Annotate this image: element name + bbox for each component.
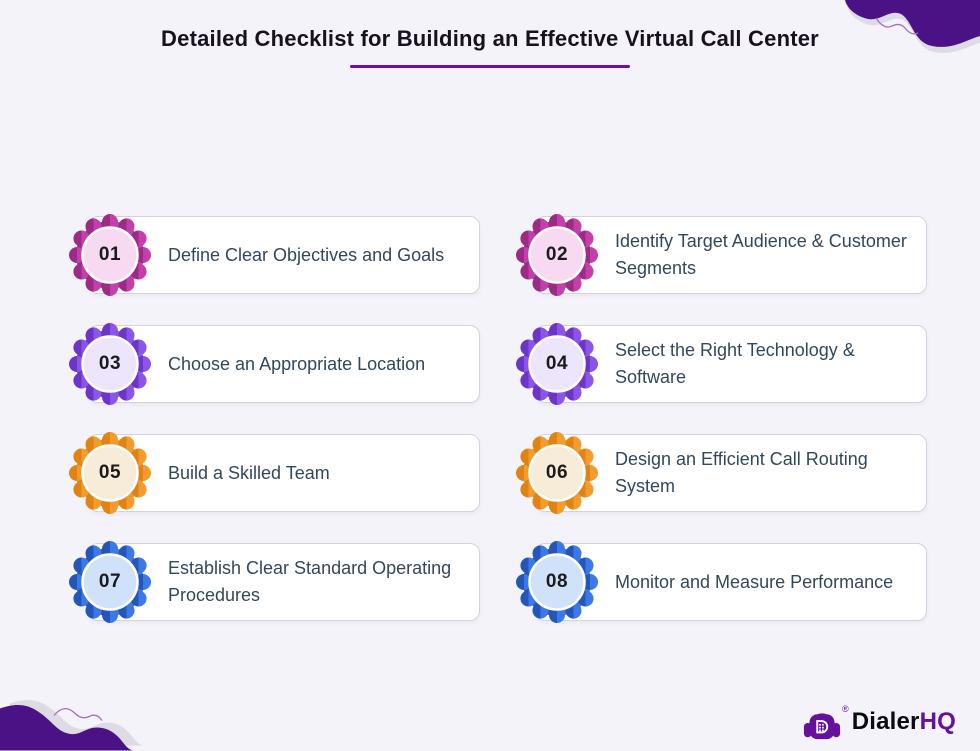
checklist-item-06: Design an Efficient Call Routing System … [515, 431, 927, 515]
item-card: Establish Clear Standard Operating Proce… [88, 543, 480, 621]
checklist-item-04: Select the Right Technology & Software 0… [515, 322, 927, 406]
item-label: Monitor and Measure Performance [615, 571, 894, 592]
item-number: 07 [98, 571, 122, 592]
decor-blob-bottom-left [0, 700, 144, 751]
decor-blob-top-right [845, 0, 980, 53]
item-card: Select the Right Technology & Software [535, 325, 927, 403]
title-underline [350, 65, 630, 68]
item-number-badge-icon: 07 [68, 540, 152, 624]
dialerhq-headset-dialer-icon [803, 713, 841, 740]
checklist-item-02: Identify Target Audience & Customer Segm… [515, 213, 927, 297]
item-label: Establish Clear Standard Operating Proce… [168, 558, 452, 605]
checklist-item-05: Build a Skilled Team 05 [68, 431, 480, 515]
item-card: Monitor and Measure Performance [535, 543, 927, 621]
item-number-badge-icon: 08 [515, 540, 599, 624]
item-number: 01 [98, 244, 122, 265]
item-number-badge-icon: 03 [68, 322, 152, 406]
item-label: Identify Target Audience & Customer Segm… [615, 231, 907, 278]
item-number-badge-icon: 04 [515, 322, 599, 406]
item-number-badge-icon: 05 [68, 431, 152, 515]
brand-name: DialerHQ [852, 708, 956, 736]
checklist-item-01: Define Clear Objectives and Goals 01 [68, 213, 480, 297]
header: Detailed Checklist for Building an Effec… [0, 22, 980, 68]
item-number-badge-icon: 06 [515, 431, 599, 515]
blob-squiggle-line [875, 17, 919, 35]
item-card: Define Clear Objectives and Goals [88, 216, 480, 294]
item-number: 04 [545, 353, 569, 374]
item-number: 05 [98, 462, 122, 483]
brand-name-hq: HQ [919, 708, 956, 735]
item-number-badge-icon: 01 [68, 213, 152, 297]
item-number-badge-icon: 02 [515, 213, 599, 297]
checklist-item-08: Monitor and Measure Performance 08 [515, 540, 927, 624]
checklist-item-03: Choose an Appropriate Location 03 [68, 322, 480, 406]
item-label: Select the Right Technology & Software [615, 340, 855, 387]
item-number: 03 [98, 353, 122, 374]
item-number: 08 [545, 571, 569, 592]
item-label: Design an Efficient Call Routing System [615, 449, 868, 496]
item-card: Identify Target Audience & Customer Segm… [535, 216, 927, 294]
registered-trademark: ® [842, 704, 849, 714]
item-card: Design an Efficient Call Routing System [535, 434, 927, 512]
item-label: Define Clear Objectives and Goals [168, 244, 445, 265]
dialerhq-logo: ® DialerHQ [801, 702, 956, 742]
item-card: Build a Skilled Team [88, 434, 480, 512]
item-number: 02 [545, 244, 569, 265]
checklist-grid: Define Clear Objectives and Goals 01 Ide… [68, 213, 927, 624]
brand-name-dialer: Dialer [851, 708, 920, 735]
page-title: Detailed Checklist for Building an Effec… [161, 26, 819, 51]
item-label: Build a Skilled Team [168, 462, 330, 483]
item-number: 06 [545, 462, 569, 483]
blob-shape [0, 705, 134, 751]
item-card: Choose an Appropriate Location [88, 325, 480, 403]
checklist-item-07: Establish Clear Standard Operating Proce… [68, 540, 480, 624]
item-label: Choose an Appropriate Location [168, 353, 426, 374]
blob-shape [845, 0, 980, 47]
blob-squiggle-line [53, 708, 103, 721]
